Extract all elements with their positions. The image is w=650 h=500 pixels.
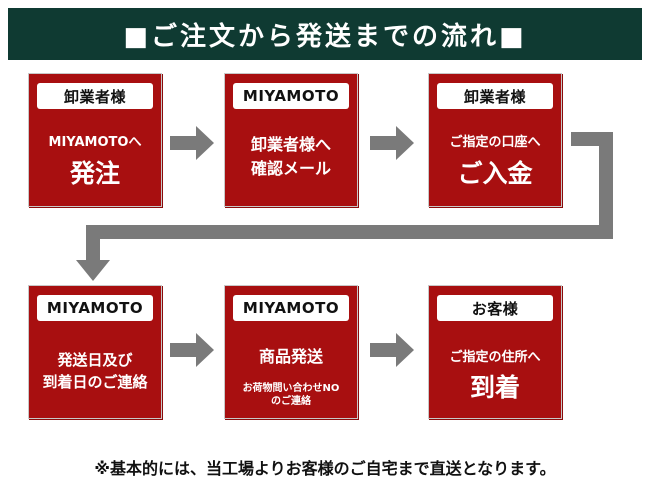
step-shipping: MIYAMOTO 商品発送 お荷物問い合わせNO のご連絡 — [224, 285, 358, 419]
step-sub-text: ご指定の口座へ — [449, 135, 541, 150]
step-role-label: MIYAMOTO — [233, 295, 349, 321]
flow-title: ■ご注文から発送までの流れ■ — [123, 21, 527, 52]
step-ship-date-notice: MIYAMOTO 発送日及び 到着日のご連絡 — [28, 285, 162, 419]
step-main-text: 発注 — [69, 159, 120, 188]
step-role-label: お客様 — [437, 295, 553, 321]
step-role-label: MIYAMOTO — [37, 295, 153, 321]
step-sub-text: ご指定の住所へ — [449, 350, 541, 365]
arrow-right-4 — [370, 333, 414, 367]
step-main-text: 商品発送 — [258, 347, 323, 366]
step-text-line1: 卸業者様へ — [250, 135, 331, 154]
step-payment: 卸業者様 ご指定の口座へ ご入金 — [428, 73, 562, 207]
step-note-line1: お荷物問い合わせNO — [242, 383, 340, 394]
step-text-line2: 到着日のご連絡 — [42, 373, 148, 391]
step-sub-text: MIYAMOTOへ — [48, 135, 142, 150]
flow-title-banner: ■ご注文から発送までの流れ■ — [8, 8, 642, 60]
step-main-text: ご入金 — [457, 159, 533, 188]
step-order: 卸業者様 MIYAMOTOへ 発注 — [28, 73, 162, 207]
arrow-right-3 — [170, 333, 214, 367]
step-main-text: 到着 — [469, 373, 520, 402]
footer-note: ※基本的には、当工場よりお客様のご自宅まで直送となります。 — [94, 459, 556, 478]
step-text-line1: 発送日及び — [57, 351, 133, 369]
step-role-label: 卸業者様 — [437, 83, 553, 109]
arrow-right-1 — [170, 126, 214, 160]
step-role-label: MIYAMOTO — [233, 83, 349, 109]
step-arrival: お客様 ご指定の住所へ 到着 — [428, 285, 562, 419]
step-confirm-mail: MIYAMOTO 卸業者様へ 確認メール — [224, 73, 358, 207]
step-role-label: 卸業者様 — [37, 83, 153, 109]
step-text-line2: 確認メール — [250, 159, 331, 178]
step-note-line2: のご連絡 — [271, 396, 311, 407]
arrow-right-2 — [370, 126, 414, 160]
